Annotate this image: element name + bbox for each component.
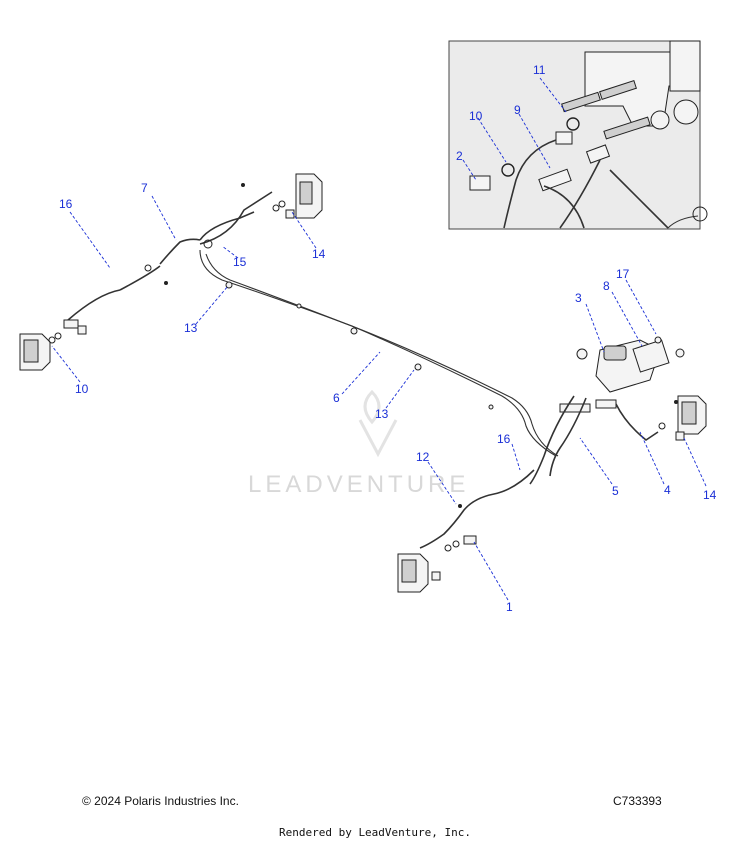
rendered-by-text: Rendered by LeadVenture, Inc. (278, 826, 472, 839)
master-cylinder-assembly (529, 336, 707, 485)
callout-7[interactable]: 7 (141, 181, 148, 195)
leaders (51, 195, 707, 601)
inset-bolt-2 (469, 175, 491, 191)
inset-detail-panel: 11 10 9 2 (448, 40, 708, 230)
callout-15[interactable]: 15 (233, 255, 247, 269)
callout-16-mid[interactable]: 16 (497, 432, 511, 446)
reservoir-cap-8 (632, 339, 670, 373)
callout-14-top[interactable]: 14 (312, 247, 326, 261)
callout-1[interactable]: 1 (506, 600, 513, 614)
callout-5[interactable]: 5 (612, 484, 619, 498)
inset-reservoir-edge (669, 40, 701, 92)
copyright-text: © 2024 Polaris Industries Inc. (82, 794, 239, 808)
callout-13-left[interactable]: 13 (184, 321, 198, 335)
callout-4[interactable]: 4 (664, 483, 671, 497)
callout-12[interactable]: 12 (416, 450, 430, 464)
watermark: LEADVENTURE (248, 389, 469, 498)
callouts: 7 16 15 14 13 10 6 13 3 8 17 16 12 5 4 1… (59, 181, 717, 614)
callout-16-left[interactable]: 16 (59, 197, 73, 211)
inset-fitting-9 (555, 131, 573, 145)
callout-17[interactable]: 17 (616, 267, 630, 281)
callout-6[interactable]: 6 (333, 391, 340, 405)
callout-10-left[interactable]: 10 (75, 382, 89, 396)
inset-washer-10 (501, 163, 515, 177)
callout-3[interactable]: 3 (575, 291, 582, 305)
inset-bolt (603, 116, 651, 140)
callout-13-mid[interactable]: 13 (375, 407, 389, 421)
brake-line-rigid (199, 249, 559, 457)
callout-inset-9[interactable]: 9 (514, 103, 521, 117)
bottom-caliper-assembly (397, 469, 535, 593)
top-hoses (144, 173, 323, 285)
callout-inset-2[interactable]: 2 (456, 149, 463, 163)
watermark-text: LEADVENTURE (248, 471, 469, 498)
left-caliper-assembly (19, 265, 161, 371)
callout-14-right[interactable]: 14 (703, 488, 717, 502)
diagram-code: C733393 (613, 794, 662, 808)
callout-inset-11[interactable]: 11 (533, 63, 546, 77)
callout-inset-10[interactable]: 10 (469, 109, 483, 123)
callout-8[interactable]: 8 (603, 279, 610, 293)
